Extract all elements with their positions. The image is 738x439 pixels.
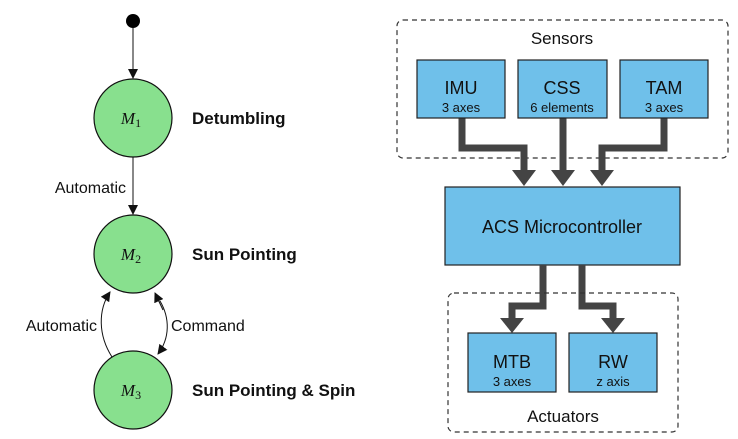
actuator-mtb-subtitle: 3 axes	[493, 374, 532, 389]
sensor-box-css[interactable]: CSS 6 elements	[517, 59, 608, 119]
actuator-box-rw-rect[interactable]	[568, 332, 658, 393]
sensors-group-label: Sensors	[531, 29, 593, 48]
state-m3-circle[interactable]	[93, 350, 173, 430]
transition-m2-to-m3	[157, 300, 168, 355]
sensor-box-tam-rect[interactable]	[619, 59, 709, 119]
state-m3-symbol: M3	[120, 381, 141, 402]
sensor-box-imu-rect[interactable]	[416, 59, 506, 119]
transition-m2-m3-label: Command	[171, 318, 245, 335]
state-m2-name: Sun Pointing	[192, 245, 297, 264]
actuators-group-label: Actuators	[527, 407, 599, 426]
arrow-controller-to-mtb	[508, 265, 547, 320]
state-m1-name: Detumbling	[192, 109, 286, 128]
controller-title: ACS Microcontroller	[482, 217, 642, 237]
actuator-arrows	[508, 265, 617, 320]
arrow-tam-to-controller	[598, 118, 668, 172]
controller-box-rect[interactable]	[444, 186, 681, 266]
state-m2-symbol: M2	[120, 245, 141, 266]
controller-box[interactable]: ACS Microcontroller	[444, 186, 681, 266]
state-m1-symbol: M1	[120, 109, 141, 130]
transition-m1-m2-label: Automatic	[55, 180, 126, 197]
arrowhead-mtb	[500, 318, 524, 333]
sensor-box-css-rect[interactable]	[517, 59, 608, 119]
sensor-arrows	[458, 118, 668, 172]
arrow-imu-to-controller	[458, 118, 528, 172]
transition-m2-m3-back-arrowhead	[154, 292, 164, 311]
transition-m3-m2-label: Automatic	[26, 318, 97, 335]
transition-m3-to-m2	[100, 291, 113, 358]
initial-state-dot	[126, 14, 140, 28]
state-m3-name: Sun Pointing & Spin	[192, 381, 355, 400]
actuator-rw-subtitle: z axis	[596, 374, 630, 389]
arrowhead-rw	[601, 318, 625, 333]
actuator-box-mtb[interactable]: MTB 3 axes	[467, 332, 557, 393]
sensor-css-title: CSS	[543, 78, 580, 98]
actuators-group-border	[447, 292, 679, 433]
actuator-box-rw[interactable]: RW z axis	[568, 332, 658, 393]
sensor-box-imu[interactable]: IMU 3 axes	[416, 59, 506, 119]
sensor-tam-title: TAM	[646, 78, 683, 98]
block-diagram: Sensors IMU 3 axes CSS 6 elements TAM 3 …	[396, 19, 729, 433]
state-m3[interactable]: M3	[93, 350, 173, 430]
actuator-rw-title: RW	[598, 352, 628, 372]
state-m2[interactable]: M2	[93, 214, 173, 294]
arrowhead-tam	[590, 170, 614, 186]
state-machine: M1 Detumbling Automatic M2 Sun Pointing …	[26, 14, 355, 430]
sensor-imu-subtitle: 3 axes	[442, 100, 481, 115]
state-m2-circle[interactable]	[93, 214, 173, 294]
sensor-box-tam[interactable]: TAM 3 axes	[619, 59, 709, 119]
sensor-imu-title: IMU	[445, 78, 478, 98]
actuator-mtb-title: MTB	[493, 352, 531, 372]
state-m1[interactable]: M1	[93, 78, 173, 158]
arrowhead-imu	[512, 170, 536, 186]
sensor-tam-subtitle: 3 axes	[645, 100, 684, 115]
arrow-controller-to-rw	[578, 265, 617, 320]
actuator-box-mtb-rect[interactable]	[467, 332, 557, 393]
arrowhead-css	[551, 170, 575, 186]
sensor-css-subtitle: 6 elements	[530, 100, 594, 115]
